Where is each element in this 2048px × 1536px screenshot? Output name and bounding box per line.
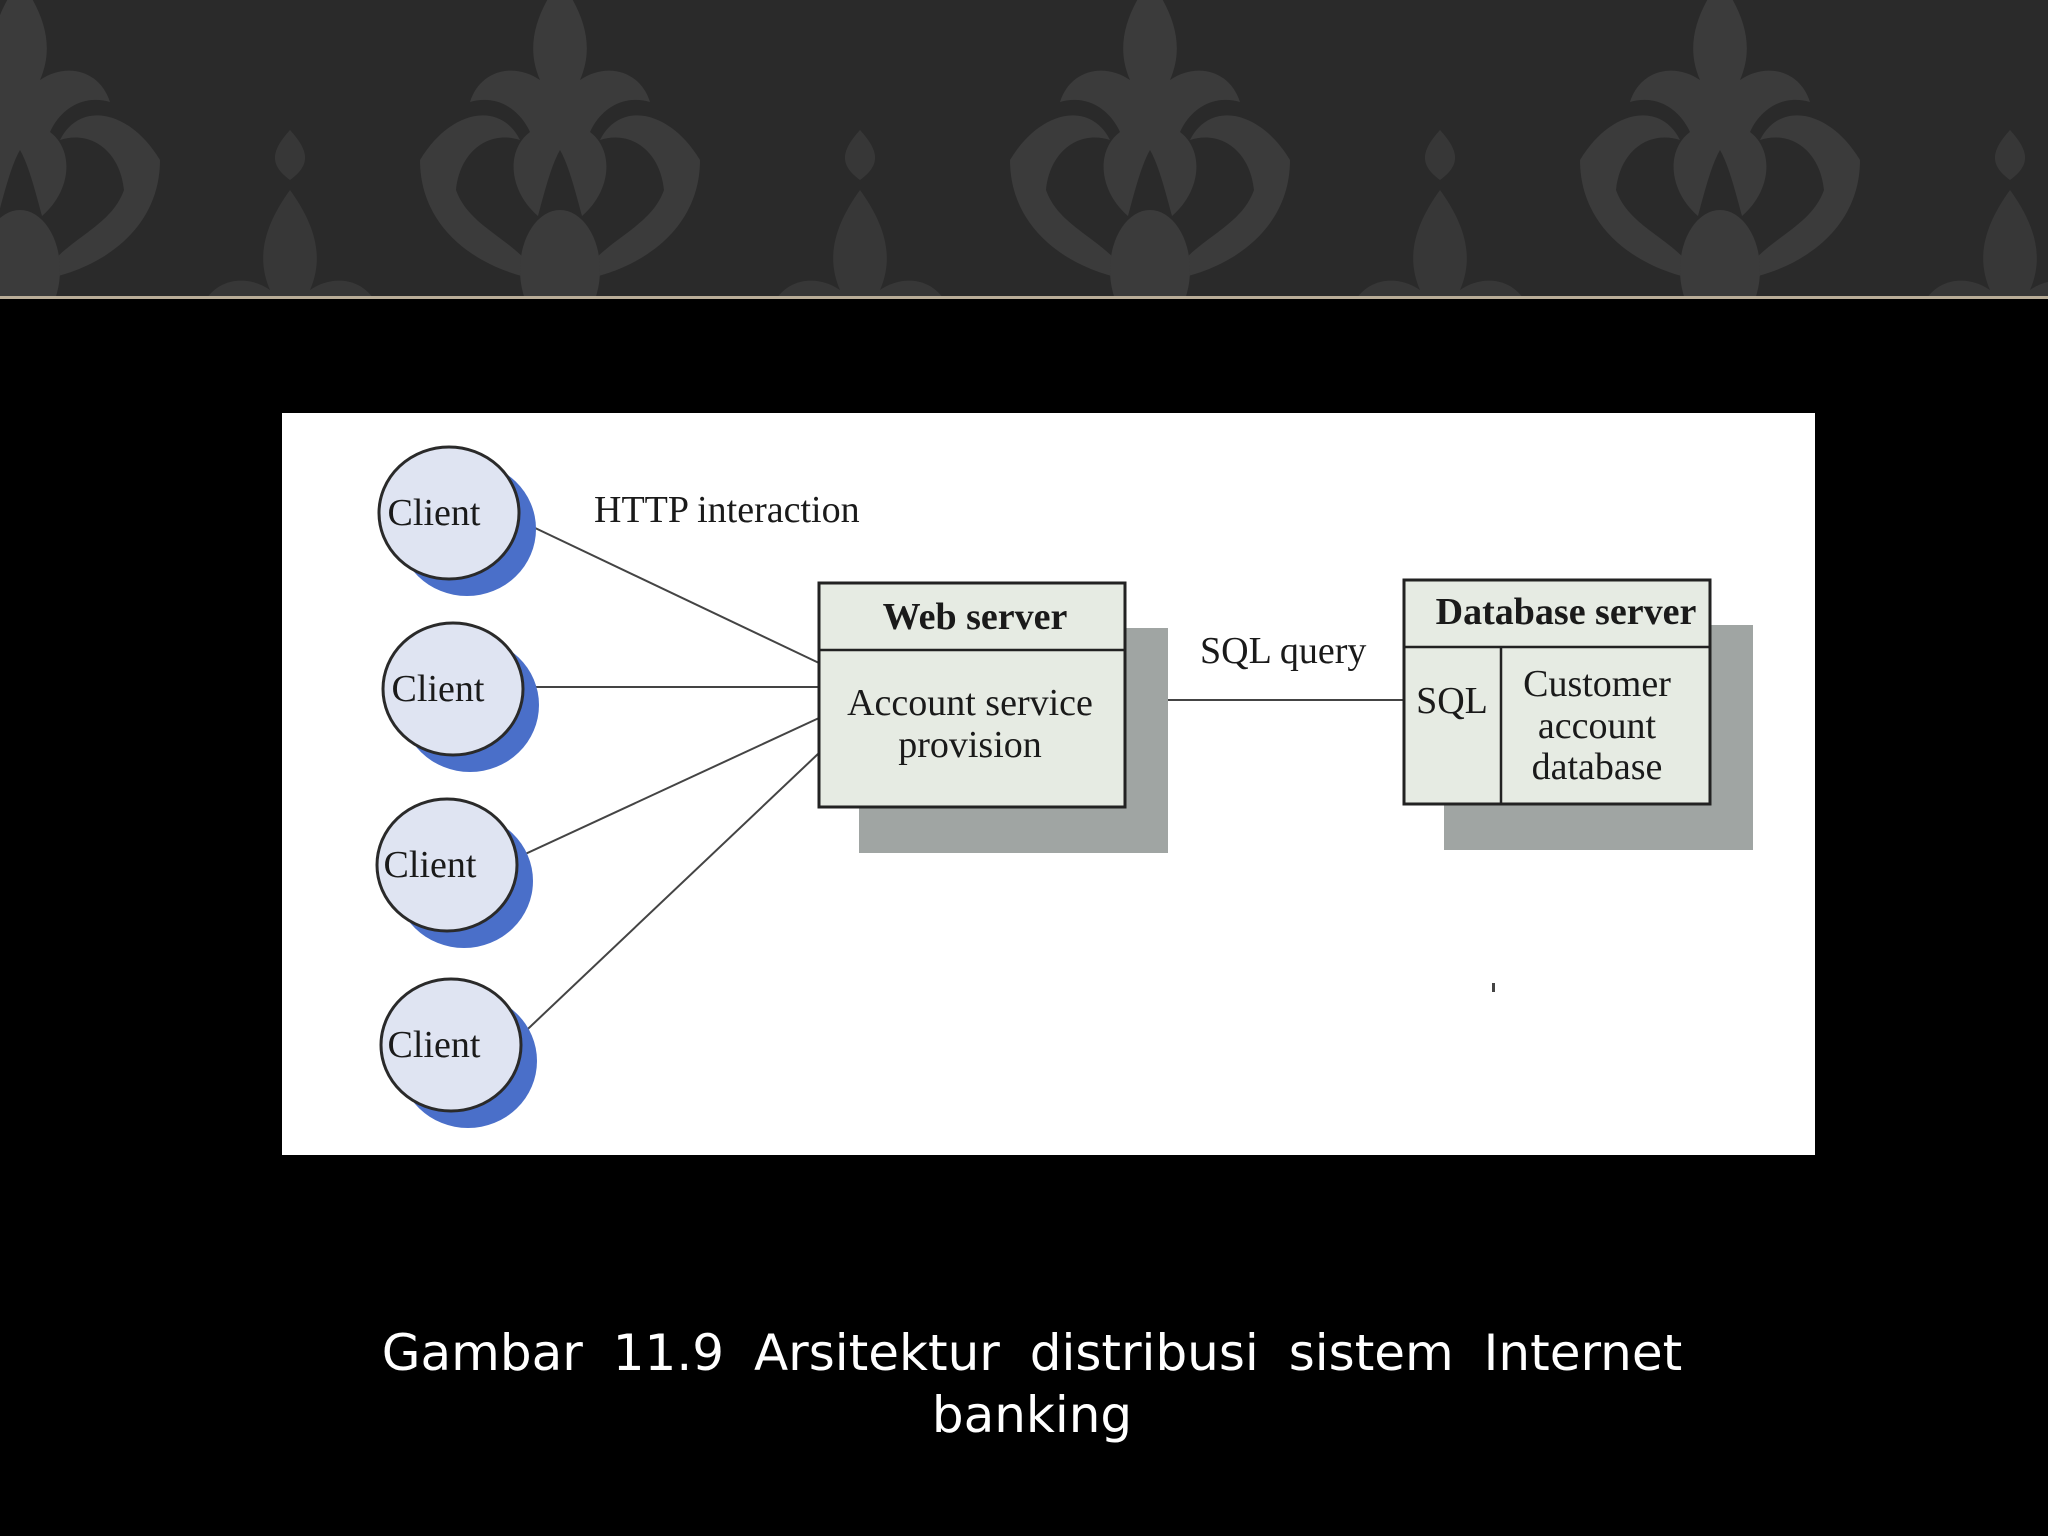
architecture-diagram: Client Client Client Client HTTP interac…: [375, 445, 1753, 1128]
damask-banner: [0, 0, 2048, 299]
caption-line: Gambar 11.9 Arsitektur distribusi sistem…: [381, 1324, 1683, 1382]
web-server-body-line: provision: [898, 724, 1042, 766]
web-server-box: Web server Account service provision: [817, 581, 1168, 853]
client-node: Client: [381, 621, 539, 772]
customer-db-line: database: [1532, 746, 1663, 788]
sql-query-label: SQL query: [1200, 630, 1366, 672]
http-connection-line: [511, 516, 820, 664]
database-server-title: Database server: [1436, 591, 1697, 633]
sql-component-label: SQL: [1416, 680, 1488, 722]
caption-line: banking: [931, 1386, 1133, 1444]
damask-pattern-icon: [0, 0, 2048, 296]
client-node: Client: [377, 445, 536, 596]
figure-caption: Gambar 11.9 Arsitektur distribusi sistem…: [300, 1322, 1764, 1446]
http-interaction-label: HTTP interaction: [594, 489, 860, 531]
client-label: Client: [384, 844, 477, 886]
client-node: Client: [375, 797, 533, 948]
client-label: Client: [392, 668, 485, 710]
client-node: Client: [379, 977, 537, 1128]
figure-panel: Client Client Client Client HTTP interac…: [282, 413, 1815, 1155]
customer-db-line: Customer: [1523, 663, 1671, 705]
web-server-body-line: Account service: [847, 682, 1093, 724]
client-label: Client: [388, 492, 481, 534]
client-label: Client: [388, 1024, 481, 1066]
web-server-title: Web server: [883, 596, 1068, 638]
database-server-box: Database server SQL Customer account dat…: [1402, 578, 1753, 850]
http-connection-line: [511, 752, 820, 1045]
stray-mark: [1492, 983, 1495, 992]
http-connection-line: [507, 717, 820, 863]
customer-db-line: account: [1538, 705, 1657, 747]
